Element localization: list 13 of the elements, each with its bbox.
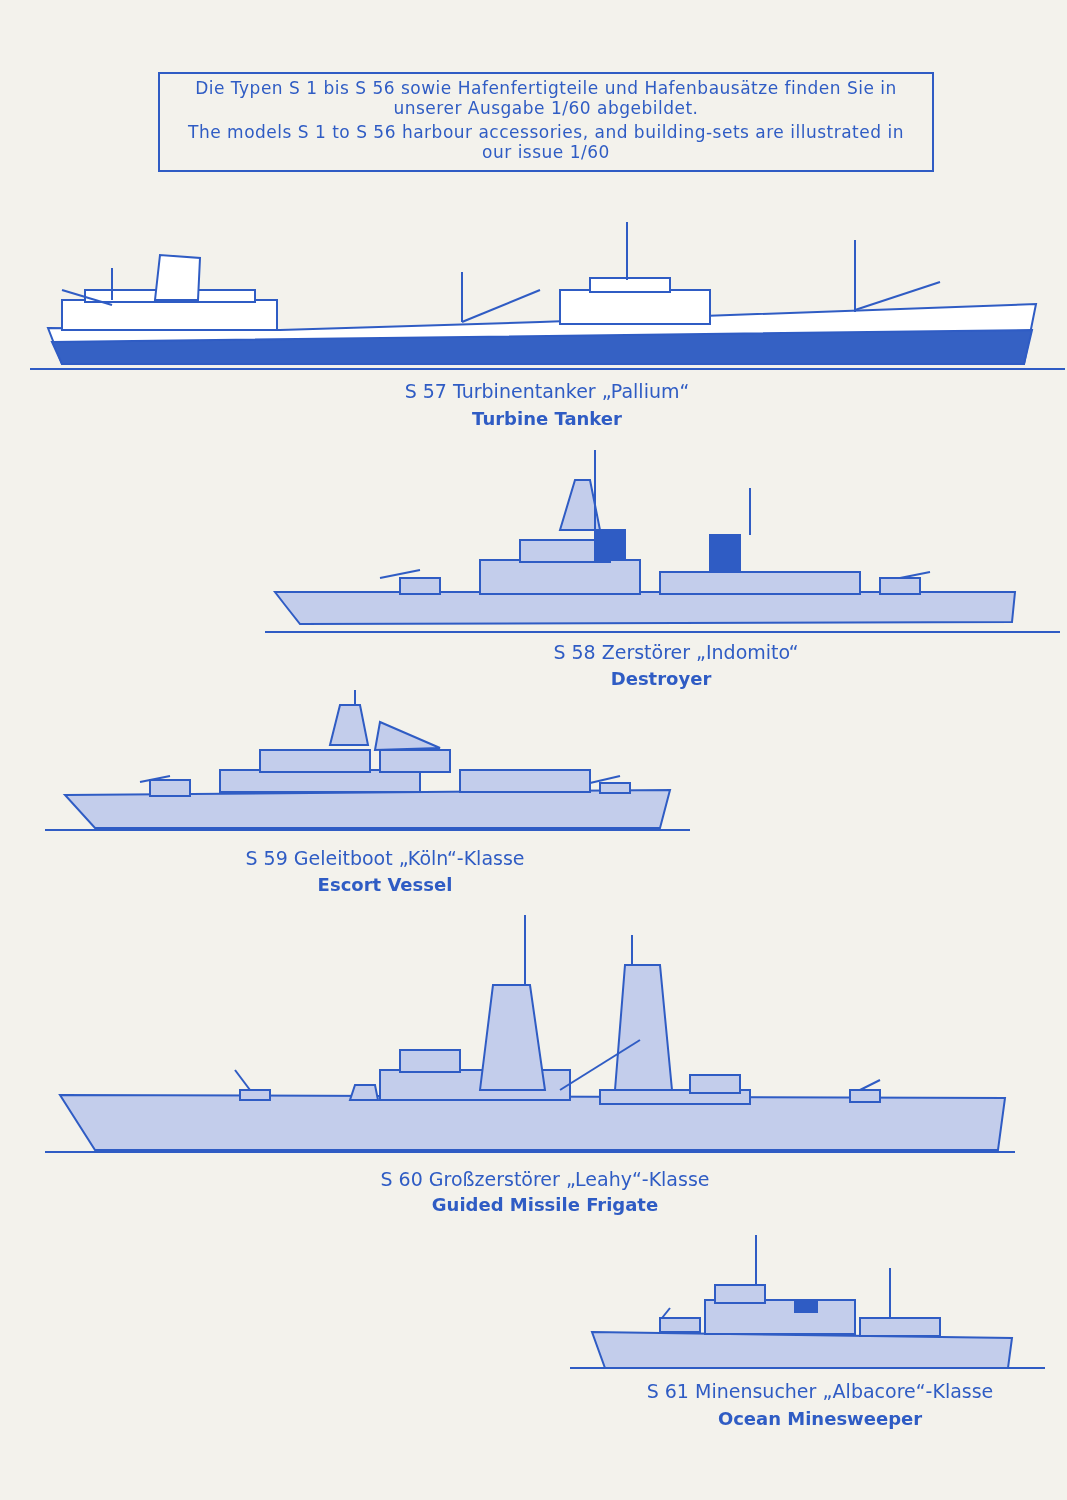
- model-caption: S 60 Großzerstörer „Leahy“-Klasse: [380, 1168, 710, 1190]
- model-caption: S 58 Zerstörer „Indomito“: [553, 641, 799, 663]
- model-caption: S 61 Minensucher „Albacore“-Klasse: [646, 1380, 994, 1402]
- model-caption: S 59 Geleitboot „Köln“-Klasse: [245, 847, 525, 869]
- english-caption: Destroyer: [610, 668, 712, 689]
- english-caption: Guided Missile Frigate: [431, 1194, 659, 1215]
- note-text: Die Typen S 1 bis S 56 sowie Hafenfertigteile und Hafenbausätze finden Sie in unserer Ausgabe 1/60 abgebildet.: [194, 78, 898, 118]
- english-caption: Escort Vessel: [317, 874, 453, 895]
- model-caption: S 57 Turbinentanker „Pallium“: [404, 380, 690, 402]
- english-caption: Ocean Minesweeper: [717, 1408, 923, 1429]
- note-text: The models S 1 to S 56 harbour accessories, and building-sets are illustrated in our issue 1/60: [187, 122, 905, 162]
- note-box: [158, 72, 934, 172]
- english-caption: Turbine Tanker: [472, 408, 622, 429]
